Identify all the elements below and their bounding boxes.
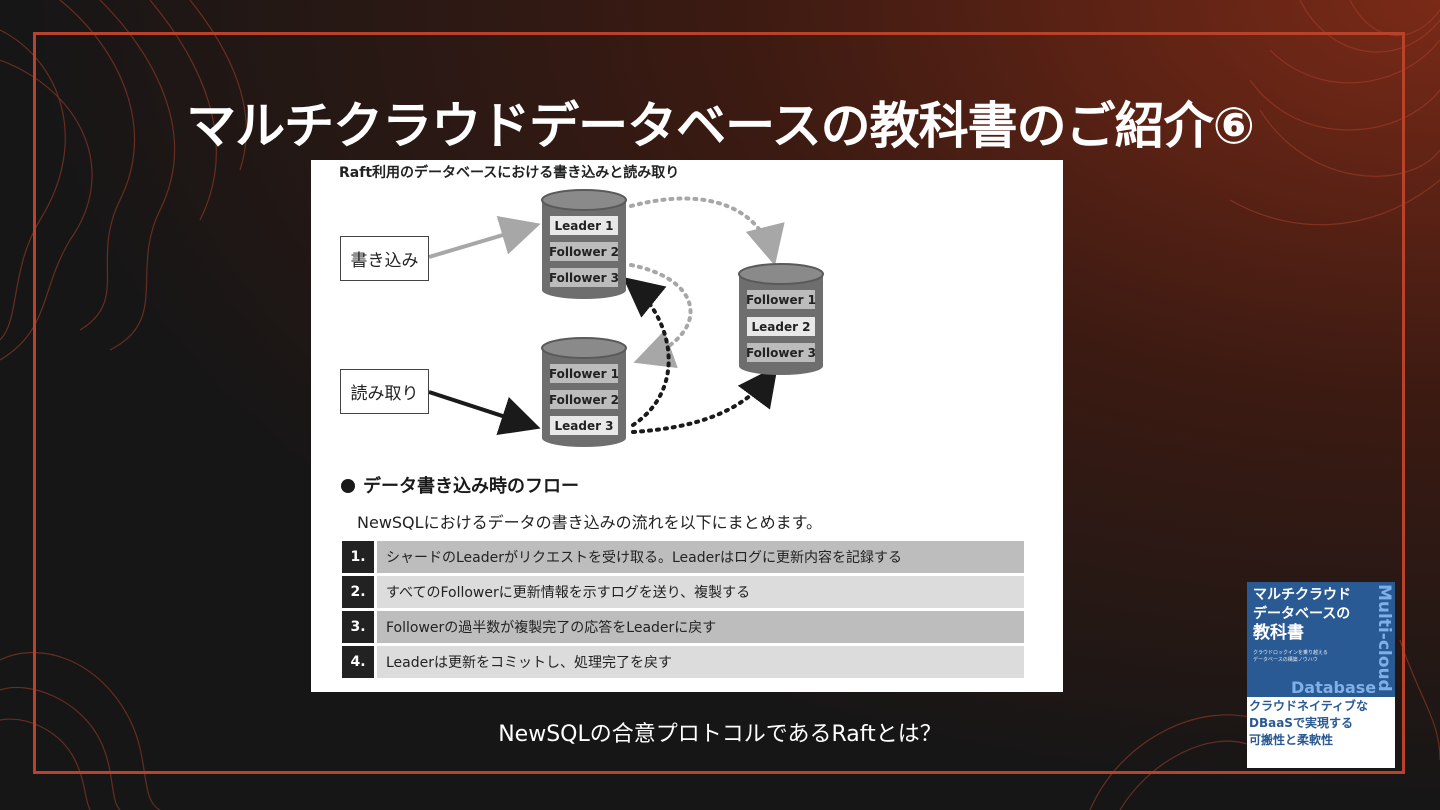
database-bottom: Follower 1 Follower 2 Leader 3 <box>541 337 627 447</box>
book-catch-line: 可搬性と柔軟性 <box>1249 733 1334 747</box>
book-catch-line: クラウドネイティブな <box>1249 699 1369 713</box>
db-top-row-1: Leader 1 <box>554 219 613 233</box>
replication-arrow-top-right <box>629 196 785 266</box>
book-cover: マルチクラウド データベースの 教科書 クラウドロックインを乗り越える データベ… <box>1247 582 1395 768</box>
commit-arrow-bottom-top <box>622 276 671 427</box>
book-title-line: 教科書 <box>1253 623 1304 643</box>
book-title-line: マルチクラウド <box>1253 587 1351 603</box>
step-text: Followerの過半数が複製完了の応答をLeaderに戻す <box>377 611 1024 643</box>
flow-intro: NewSQLにおけるデータの書き込みの流れを以下にまとめます。 <box>357 513 822 532</box>
book-database-text: Database <box>1291 678 1377 697</box>
step-number: 1. <box>342 541 374 573</box>
write-arrow <box>428 215 541 259</box>
db-right-row-3: Follower 3 <box>746 346 816 360</box>
step-number: 2. <box>342 576 374 608</box>
slide-caption: NewSQLの合意プロトコルであるRaftとは？ <box>498 722 942 747</box>
commit-arrow-bottom-right <box>631 365 778 434</box>
book-lower-band: クラウドネイティブな DBaaSで実現する 可搬性と柔軟性 <box>1247 697 1395 768</box>
write-label: 書き込み <box>350 251 419 271</box>
figure-title: Raft利用のデータベースにおける書き込みと読み取り <box>339 165 680 181</box>
flow-heading: データ書き込み時のフロー <box>363 476 579 497</box>
book-vertical-text: Multi-cloud <box>1374 584 1394 692</box>
write-label-box: 書き込み <box>340 236 429 281</box>
step-number: 4. <box>342 646 374 678</box>
database-top: Leader 1 Follower 2 Follower 3 <box>541 189 627 299</box>
step-number: 3. <box>342 611 374 643</box>
flow-step: 3. Followerの過半数が複製完了の応答をLeaderに戻す <box>342 611 1024 643</box>
flow-step: 1. シャードのLeaderがリクエストを受け取る。Leaderはログに更新内容… <box>342 541 1024 573</box>
read-label-box: 読み取り <box>340 369 429 414</box>
flow-step: 2. すべてのFollowerに更新情報を示すログを送り、複製する <box>342 576 1024 608</box>
book-subtitle: クラウドロックインを乗り越える データベースの構築ノウハウ <box>1253 650 1328 664</box>
slide-frame <box>33 32 1405 774</box>
bullet-dot-icon <box>341 479 355 493</box>
book-catch-line: DBaaSで実現する <box>1249 716 1353 730</box>
step-text: シャードのLeaderがリクエストを受け取る。Leaderはログに更新内容を記録… <box>377 541 1024 573</box>
flow-steps: 1. シャードのLeaderがリクエストを受け取る。Leaderはログに更新内容… <box>342 541 1024 681</box>
db-right-row-1: Follower 1 <box>746 293 816 307</box>
database-right: Follower 1 Leader 2 Follower 3 <box>738 263 824 375</box>
flow-heading-row: データ書き込み時のフロー <box>341 472 579 498</box>
book-catchphrase: クラウドネイティブな DBaaSで実現する 可搬性と柔軟性 <box>1249 698 1368 749</box>
slide-title: マルチクラウドデータベースの教科書のご紹介⑥ <box>186 97 1255 155</box>
flow-step: 4. Leaderは更新をコミットし、処理完了を戻す <box>342 646 1024 678</box>
raft-diagram: Leader 1 Follower 2 Follower 3 Follower … <box>428 189 824 447</box>
read-arrow <box>428 390 541 436</box>
book-subtitle-line: データベースの構築ノウハウ <box>1253 657 1318 663</box>
read-label: 読み取り <box>350 384 419 404</box>
book-title: マルチクラウド データベースの 教科書 <box>1253 586 1351 643</box>
replication-arrow-top-bottom <box>629 263 693 369</box>
step-text: すべてのFollowerに更新情報を示すログを送り、複製する <box>377 576 1024 608</box>
db-top-row-3: Follower 3 <box>549 271 619 285</box>
book-title-line: データベースの <box>1253 606 1351 622</box>
figure-panel: Raft利用のデータベースにおける書き込みと読み取り <box>311 160 1063 692</box>
book-subtitle-line: クラウドロックインを乗り越える <box>1253 650 1328 656</box>
db-bottom-row-2: Follower 2 <box>549 393 619 407</box>
db-bottom-row-1: Follower 1 <box>549 367 619 381</box>
step-text: Leaderは更新をコミットし、処理完了を戻す <box>377 646 1024 678</box>
db-right-row-2: Leader 2 <box>751 320 810 334</box>
db-top-row-2: Follower 2 <box>549 245 619 259</box>
db-bottom-row-3: Leader 3 <box>554 419 613 433</box>
